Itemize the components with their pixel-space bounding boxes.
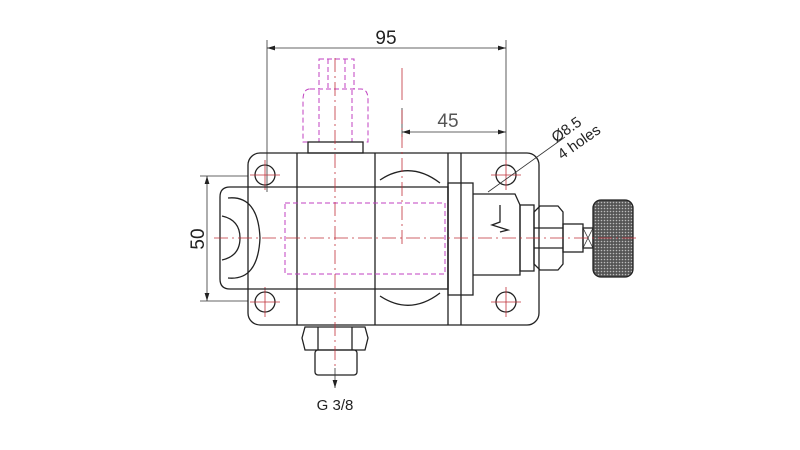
base-plate (247, 152, 540, 326)
adjuster-knob[interactable] (533, 199, 634, 278)
top-fitting (302, 58, 369, 154)
dimension-50: 50 (188, 175, 248, 302)
centerlines (214, 58, 640, 368)
dimension-95-label: 95 (375, 28, 396, 49)
knurled-knob-icon[interactable] (592, 199, 634, 278)
cylinder-body (219, 182, 535, 296)
mounting-holes (250, 160, 521, 317)
dimension-95: 95 (266, 28, 507, 192)
port-thread-label: G 3/8 (317, 397, 354, 414)
dimension-45: 45 (401, 68, 506, 137)
bottom-fitting: G 3/8 (301, 326, 369, 414)
dimension-50-label: 50 (188, 228, 209, 249)
dimension-45-label: 45 (437, 111, 458, 132)
